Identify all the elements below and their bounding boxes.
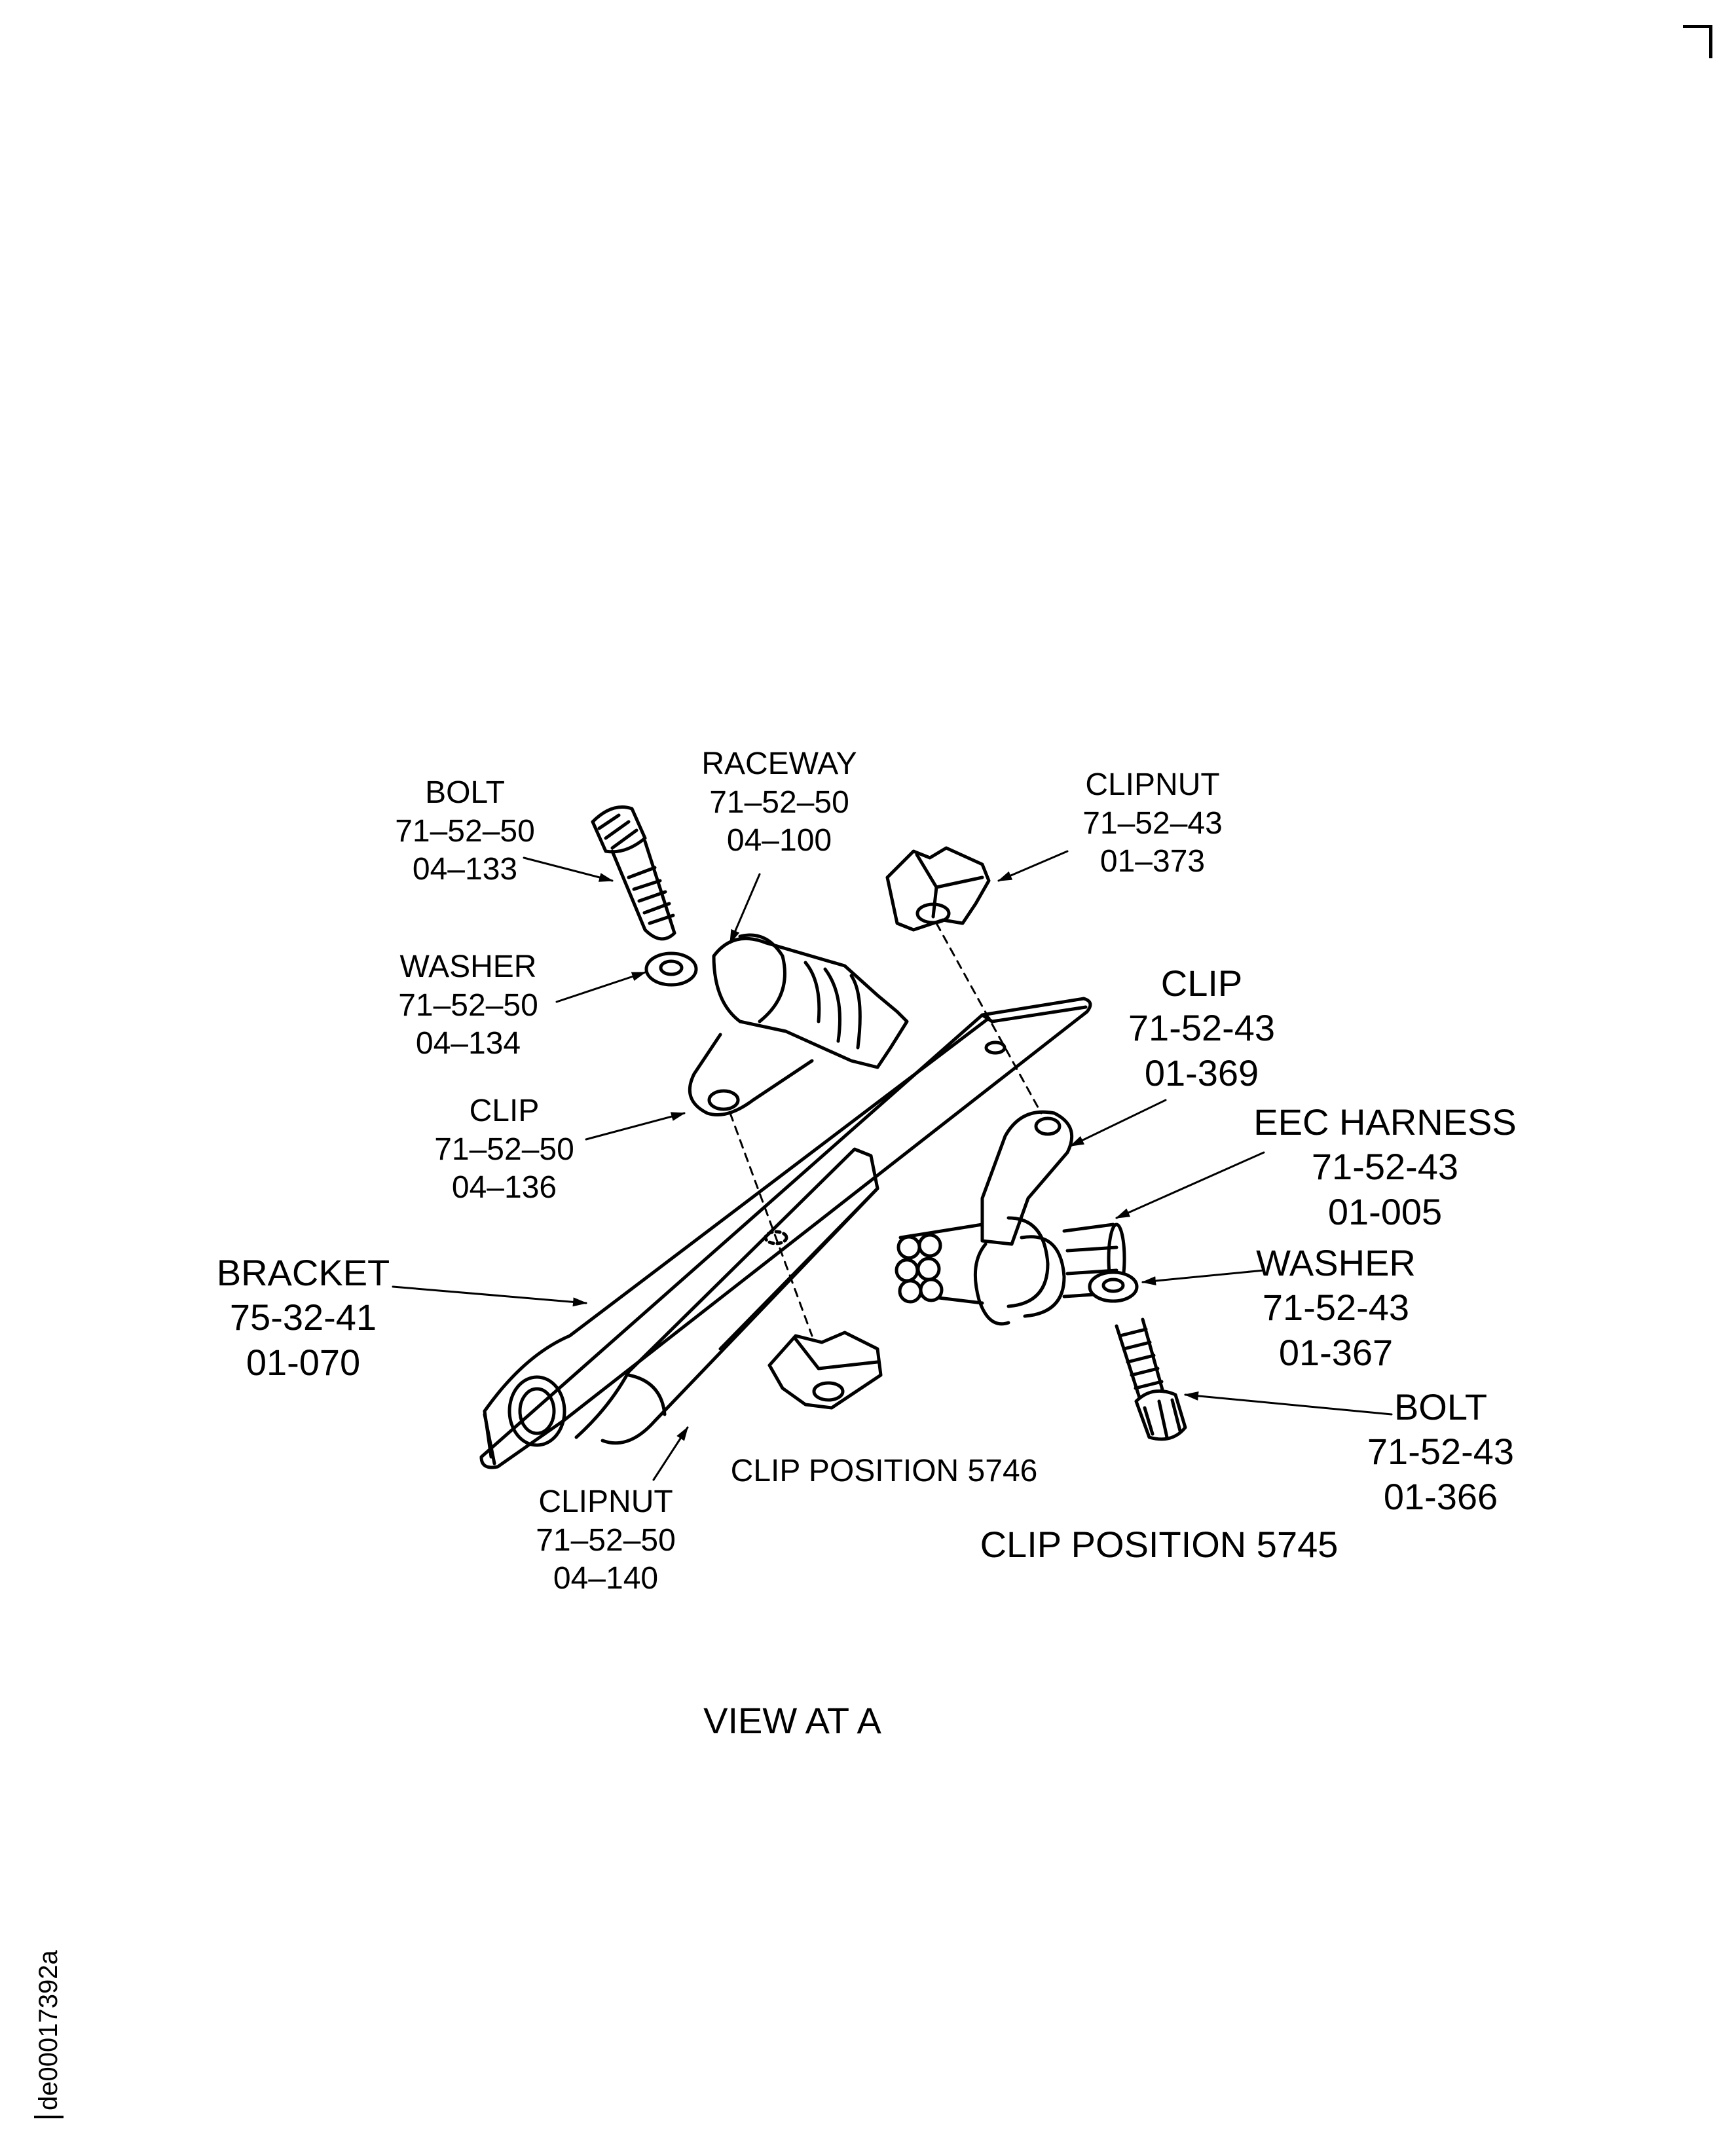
document-id: de00017392a (34, 1950, 64, 2118)
clip-position-5745-caption: CLIP POSITION 5745 (980, 1524, 1339, 1565)
label-clip-left: CLIP 71–52–50 04–136 (422, 1092, 586, 1207)
clipnut-top-part (885, 846, 991, 932)
label-bolt-left: BOLT 71–52–50 04–133 (386, 774, 544, 889)
label-name: BOLT (1394, 1386, 1488, 1427)
label-raceway: RACEWAY 71–52–50 04–100 (681, 745, 877, 860)
label-ata: 71–52–50 (709, 784, 849, 820)
label-name: CLIP (469, 1094, 540, 1128)
label-item: 01-070 (246, 1341, 361, 1383)
label-washer-left: WASHER 71–52–50 04–134 (386, 948, 550, 1063)
bracket-part (479, 997, 1092, 1469)
label-name: RACEWAY (701, 746, 857, 781)
label-ata: 71–52–50 (536, 1522, 676, 1558)
label-item: 01-367 (1278, 1331, 1394, 1373)
label-item: 04–100 (726, 823, 832, 858)
crop-mark (1683, 25, 1712, 58)
label-name: CLIP (1160, 963, 1243, 1004)
leader-lines (392, 850, 1393, 1481)
label-name: CLIPNUT (1085, 767, 1220, 802)
label-name: WASHER (1256, 1242, 1416, 1283)
bolt-left-part (591, 805, 676, 941)
clip-right-part (973, 1110, 1074, 1326)
eec-harness-part (895, 1223, 1126, 1305)
washer-left-part (644, 951, 698, 987)
label-name: EEC HARNESS (1253, 1101, 1517, 1143)
view-title: VIEW AT A (703, 1700, 881, 1741)
label-ata: 75-32-41 (229, 1297, 377, 1338)
label-name: WASHER (399, 949, 537, 984)
bolt-right-part (1115, 1317, 1187, 1441)
label-ata: 71-52-43 (1128, 1007, 1276, 1049)
label-eec-harness: EEC HARNESS 71-52-43 01-005 (1247, 1100, 1523, 1234)
label-ata: 71–52–50 (398, 987, 538, 1023)
label-ata: 71–52–43 (1082, 805, 1223, 841)
label-item: 01-005 (1327, 1190, 1443, 1232)
label-clipnut-bottom: CLIPNUT 71–52–50 04–140 (517, 1483, 694, 1598)
label-ata: 71-52-43 (1311, 1146, 1459, 1188)
label-ata: 71–52–50 (434, 1131, 574, 1167)
label-washer-right: WASHER 71-52-43 01-367 (1244, 1241, 1428, 1375)
assembly-centerlines (729, 922, 1043, 1337)
label-ata: 71-52-43 (1262, 1287, 1410, 1329)
washer-right-part (1088, 1270, 1139, 1303)
label-bracket: BRACKET 75-32-41 01-070 (208, 1251, 398, 1385)
label-item: 01–373 (1099, 844, 1206, 879)
label-item: 04–136 (451, 1170, 557, 1205)
label-ata: 71–52–50 (395, 813, 535, 849)
label-item: 04–133 (412, 852, 518, 887)
label-item: 01-366 (1383, 1475, 1498, 1517)
label-clip-right: CLIP 71-52-43 01-369 (1110, 961, 1293, 1095)
label-name: BOLT (425, 775, 505, 810)
label-bolt-right: BOLT 71-52-43 01-366 (1349, 1385, 1532, 1519)
label-clipnut-top: CLIPNUT 71–52–43 01–373 (1067, 766, 1238, 881)
raceway-part (688, 933, 909, 1116)
clip-position-5746-caption: CLIP POSITION 5746 (730, 1454, 1038, 1488)
clipnut-bottom-part (767, 1331, 883, 1410)
label-ata: 71-52-43 (1367, 1431, 1515, 1473)
label-name: BRACKET (216, 1252, 390, 1293)
label-item: 01-369 (1144, 1052, 1259, 1094)
label-item: 04–140 (553, 1561, 659, 1596)
label-item: 04–134 (415, 1026, 521, 1061)
label-name: CLIPNUT (538, 1484, 673, 1519)
